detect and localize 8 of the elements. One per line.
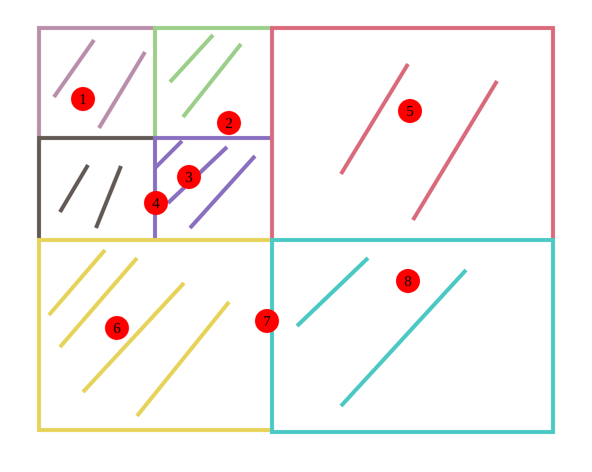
callout-number: 7	[255, 309, 279, 333]
callout-number: 5	[398, 99, 422, 123]
callout-number: 2	[217, 111, 241, 135]
callout-number: 4	[144, 191, 168, 215]
callout-number: 8	[396, 269, 420, 293]
callout-number: 3	[177, 165, 201, 189]
callout-number: 6	[105, 316, 129, 340]
callout-number: 1	[71, 87, 95, 111]
